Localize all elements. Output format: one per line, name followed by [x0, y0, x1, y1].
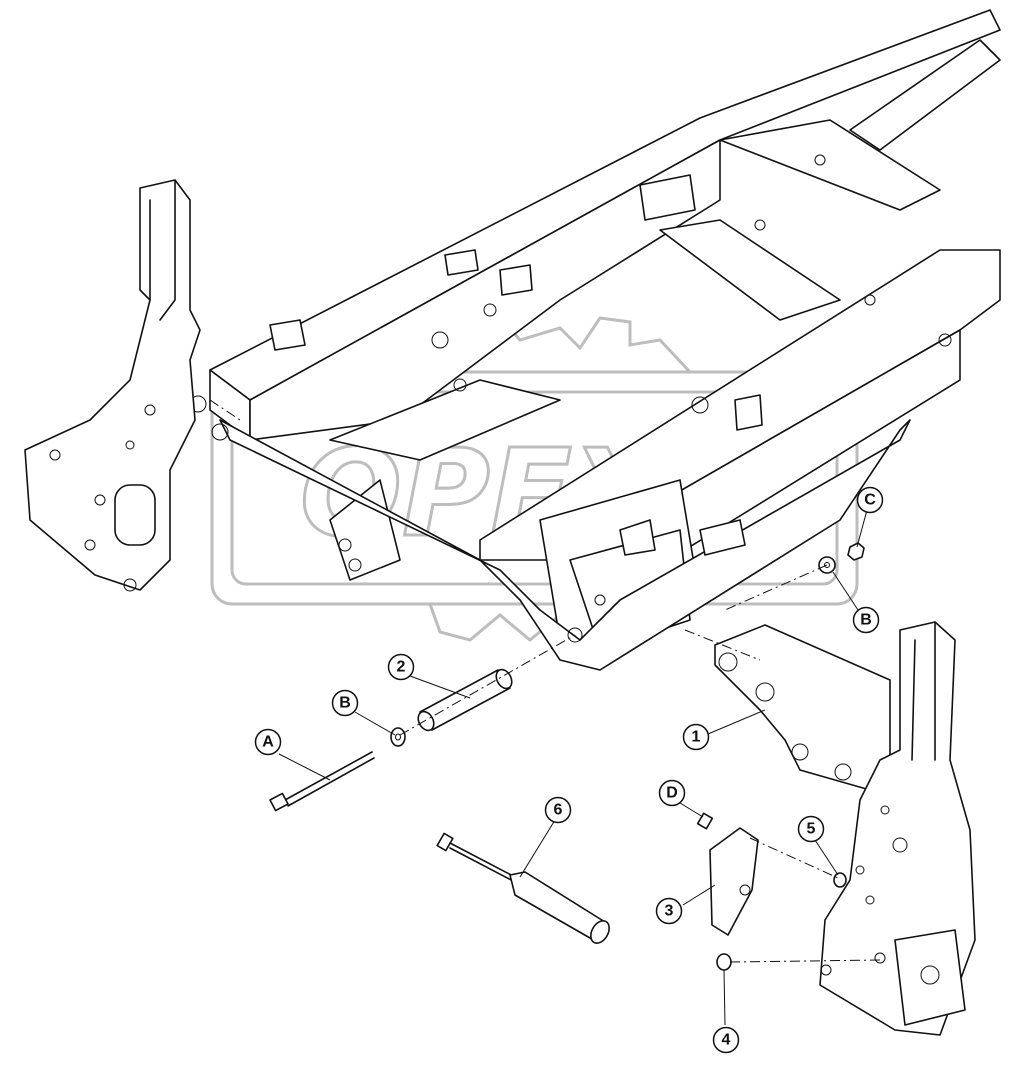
- callout-4-label: 4: [722, 1032, 731, 1049]
- part-a-bolt: [269, 751, 375, 812]
- part-5-bushing: [833, 872, 847, 888]
- callout-d-label: D: [666, 785, 678, 802]
- callout-b-right: B: [852, 606, 880, 634]
- part-d-bolt: [696, 812, 714, 830]
- chassis-frame: [189, 9, 1001, 671]
- callout-b-left-label: B: [339, 695, 351, 712]
- part-6-damper: [436, 832, 610, 944]
- callout-1: 1: [682, 723, 710, 751]
- callout-2-label: 2: [397, 659, 406, 676]
- callout-c: C: [856, 486, 884, 514]
- callout-d: D: [658, 779, 686, 807]
- callout-a-label: A: [262, 734, 274, 751]
- callout-3-label: 3: [665, 903, 674, 920]
- callout-2: 2: [387, 653, 415, 681]
- right-side-bracket: [819, 621, 976, 1036]
- callout-b-left: B: [331, 689, 359, 717]
- callout-a: A: [254, 728, 282, 756]
- left-side-bracket: [24, 179, 201, 592]
- callout-3: 3: [655, 897, 683, 925]
- callout-b-right-label: B: [860, 612, 872, 629]
- callout-4: 4: [712, 1026, 740, 1054]
- callout-6: 6: [544, 796, 572, 824]
- part-b-washer-left: [390, 727, 406, 747]
- part-2-sleeve: [417, 668, 513, 732]
- part-4-plug: [716, 953, 732, 971]
- callout-5: 5: [797, 815, 825, 843]
- center-lines: [209, 399, 883, 963]
- callout-6-label: 6: [554, 802, 563, 819]
- callout-5-label: 5: [807, 821, 816, 838]
- callout-1-label: 1: [692, 729, 701, 746]
- part-1-arm-bracket: [714, 624, 891, 791]
- part-c-nut: [847, 542, 865, 561]
- callout-c-label: C: [864, 492, 876, 509]
- part-3-cover: [709, 827, 759, 936]
- leader-lines: [278, 509, 868, 1026]
